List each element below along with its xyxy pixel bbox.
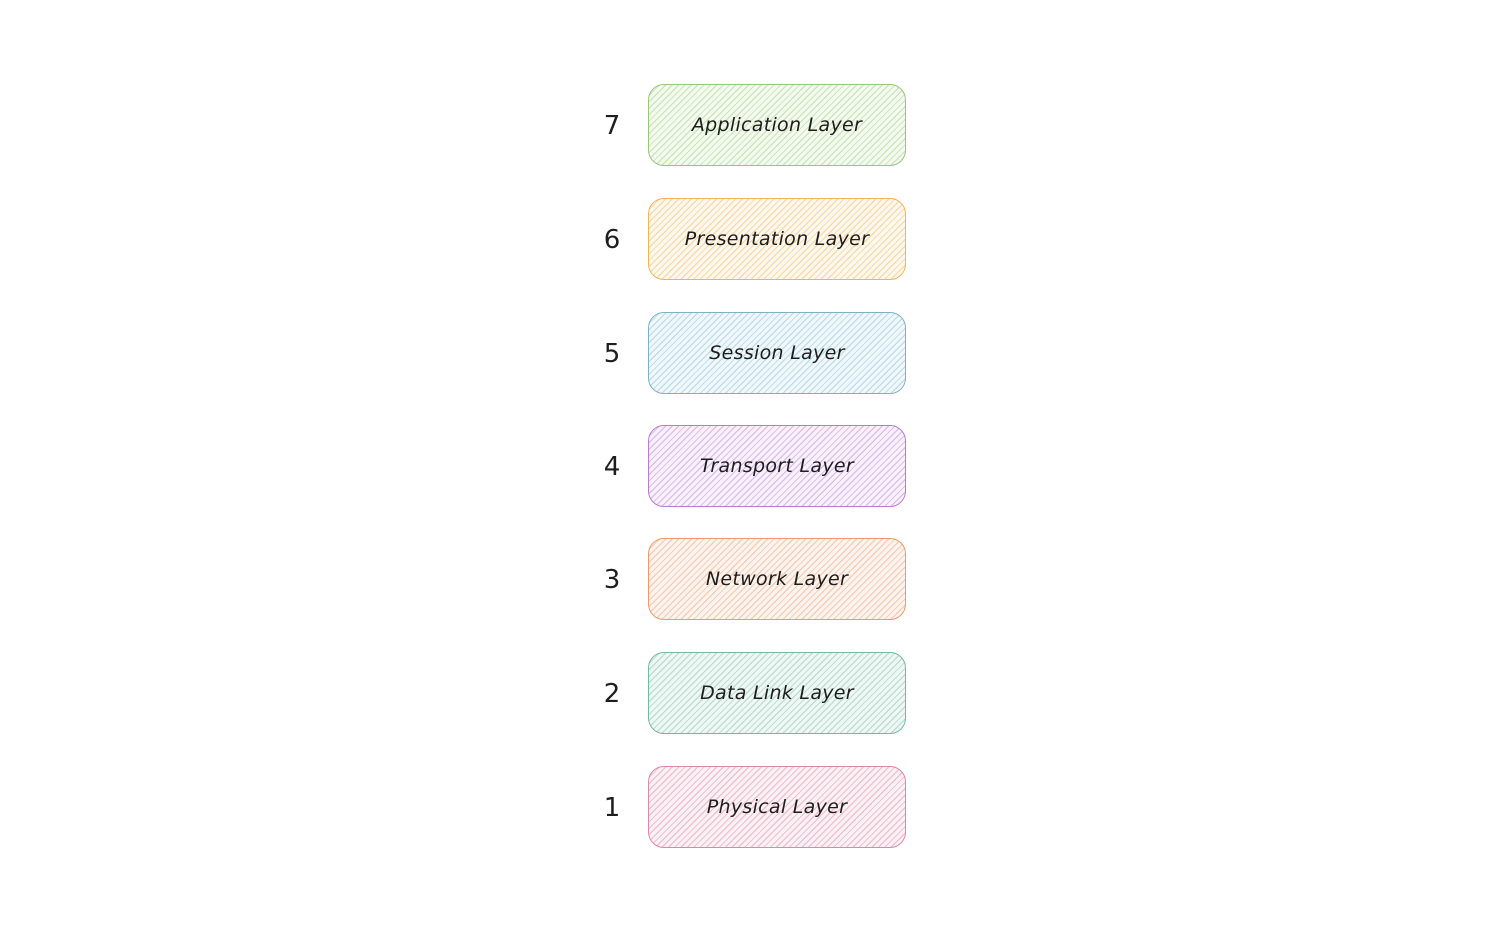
layer-label: Application Layer — [691, 114, 863, 136]
layer-box-physical: Physical Layer — [648, 766, 906, 848]
layer-label: Network Layer — [705, 568, 849, 590]
layer-label: Physical Layer — [706, 796, 848, 818]
layer-number: 6 — [603, 225, 621, 255]
layer-box-transport: Transport Layer — [648, 425, 906, 507]
layer-box-presentation: Presentation Layer — [648, 198, 906, 280]
layer-number: 2 — [603, 679, 621, 709]
layer-row-5: 5 Session Layer — [590, 312, 920, 396]
layer-row-2: 2 Data Link Layer — [590, 652, 920, 736]
layer-box-application: Application Layer — [648, 84, 906, 166]
layer-number: 4 — [603, 452, 621, 482]
layer-label: Data Link Layer — [700, 682, 854, 704]
layer-box-data-link: Data Link Layer — [648, 652, 906, 734]
layer-row-3: 3 Network Layer — [590, 538, 920, 622]
layer-number: 5 — [603, 339, 621, 369]
layer-row-1: 1 Physical Layer — [590, 766, 920, 850]
layer-label: Presentation Layer — [684, 228, 870, 250]
layer-row-4: 4 Transport Layer — [590, 425, 920, 509]
layer-row-6: 6 Presentation Layer — [590, 198, 920, 282]
layer-number: 7 — [603, 111, 621, 141]
layer-number: 1 — [603, 793, 621, 823]
layer-number: 3 — [603, 565, 621, 595]
layer-row-7: 7 Application Layer — [590, 84, 920, 168]
layer-label: Transport Layer — [700, 455, 854, 477]
layer-box-session: Session Layer — [648, 312, 906, 394]
layer-box-network: Network Layer — [648, 538, 906, 620]
layer-label: Session Layer — [709, 342, 845, 364]
